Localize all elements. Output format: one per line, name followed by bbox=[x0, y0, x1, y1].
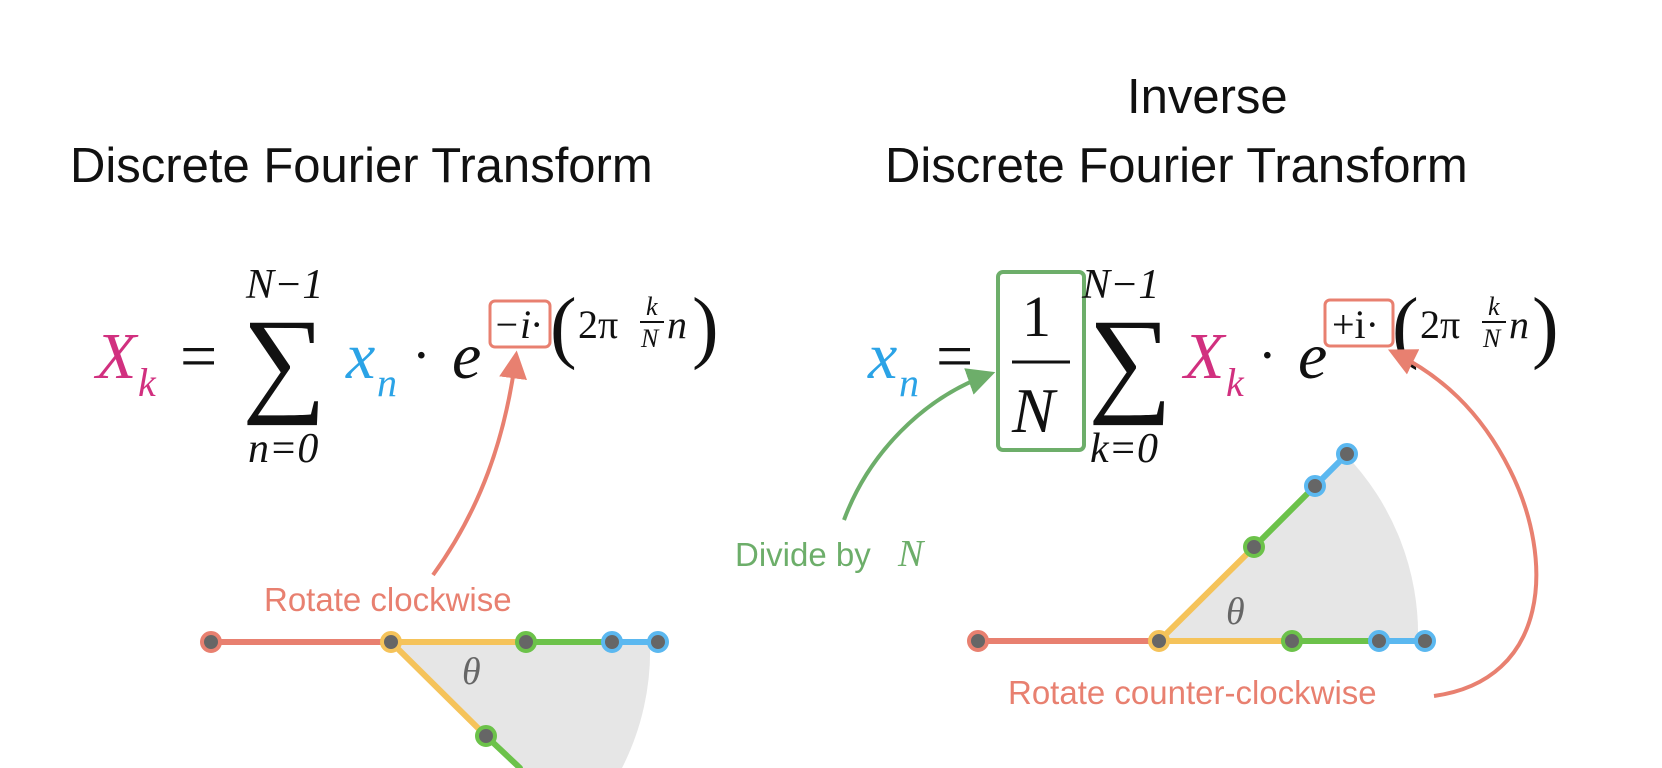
dft-base-e: e bbox=[452, 320, 481, 393]
idft-sum-lower: k=0 bbox=[1090, 426, 1158, 472]
dft-term-subscript: n bbox=[377, 360, 397, 405]
idft-title-line1: Inverse bbox=[1127, 70, 1288, 124]
idft-formula: x n = 1 N N−1 ∑ k=0 X k · e +i· ( 2π k N… bbox=[867, 262, 1559, 472]
idft-phasor-diagram: θ bbox=[967, 443, 1436, 652]
idft-sum-upper: N−1 bbox=[1081, 262, 1159, 308]
idft-lhs-symbol: x bbox=[867, 320, 897, 393]
dft-theta: θ bbox=[462, 651, 481, 693]
dft-title: Discrete Fourier Transform bbox=[70, 139, 653, 193]
idft-norm-numerator: 1 bbox=[1022, 284, 1051, 349]
dft-rotate-label: Rotate clockwise bbox=[264, 581, 512, 618]
idft-divide-var: N bbox=[897, 533, 926, 575]
dft-exp-body-end: n bbox=[667, 302, 687, 347]
dft-lhs-symbol: X bbox=[93, 320, 139, 393]
idft-title-line2: Discrete Fourier Transform bbox=[885, 139, 1468, 193]
idft-sigma: ∑ bbox=[1088, 295, 1172, 426]
dft-frac-den: N bbox=[640, 324, 660, 353]
dft-formula: X k = N−1 ∑ n=0 x n · e −i· ( 2π k N n ) bbox=[93, 262, 719, 472]
idft-angle-wedge bbox=[1159, 453, 1419, 641]
dft-term-symbol: x bbox=[345, 320, 375, 393]
idft-exp-close-paren: ) bbox=[1532, 283, 1559, 371]
dft-cdot: · bbox=[412, 325, 431, 387]
dft-exp-sign-box bbox=[488, 299, 552, 349]
dft-lhs-subscript: k bbox=[138, 360, 157, 405]
idft-rotate-arrow bbox=[1387, 349, 1539, 698]
dft-angle-wedge bbox=[391, 642, 651, 768]
dft-equals: = bbox=[180, 320, 217, 393]
dft-exp-sign: −i· bbox=[493, 302, 541, 347]
idft-term-subscript: k bbox=[1226, 360, 1245, 405]
idft-base-e: e bbox=[1298, 320, 1327, 393]
idft-divide-arrow bbox=[842, 368, 996, 521]
dft-rotate-arrow bbox=[431, 350, 527, 577]
idft-rotate-label: Rotate counter-clockwise bbox=[1008, 674, 1377, 711]
idft-cdot: · bbox=[1258, 325, 1277, 387]
dft-sum-upper: N−1 bbox=[245, 262, 323, 308]
idft-divide-label: Divide by bbox=[735, 536, 871, 573]
idft-exp-body-end: n bbox=[1509, 302, 1529, 347]
idft-frac-num: k bbox=[1488, 292, 1500, 321]
dft-frac-num: k bbox=[646, 292, 658, 321]
dft-sigma: ∑ bbox=[242, 295, 326, 426]
idft-exp-sign-box bbox=[1323, 298, 1395, 348]
dft-exp-body-start: 2π bbox=[578, 302, 618, 347]
dft-exp-close-paren: ) bbox=[692, 283, 719, 371]
idft-frac-den: N bbox=[1482, 324, 1502, 353]
dft-exp-open-paren: ( bbox=[550, 283, 577, 371]
dft-sum-lower: n=0 bbox=[248, 426, 318, 472]
idft-exp-body-start: 2π bbox=[1420, 302, 1460, 347]
idft-term-symbol: X bbox=[1181, 320, 1227, 393]
idft-norm-denominator: N bbox=[1011, 375, 1058, 446]
idft-lhs-subscript: n bbox=[899, 360, 919, 405]
idft-theta: θ bbox=[1226, 591, 1245, 633]
idft-exp-sign: +i· bbox=[1332, 302, 1379, 347]
idft-normalization-box bbox=[996, 270, 1086, 452]
dft-phasor-diagram: θ bbox=[200, 631, 669, 768]
